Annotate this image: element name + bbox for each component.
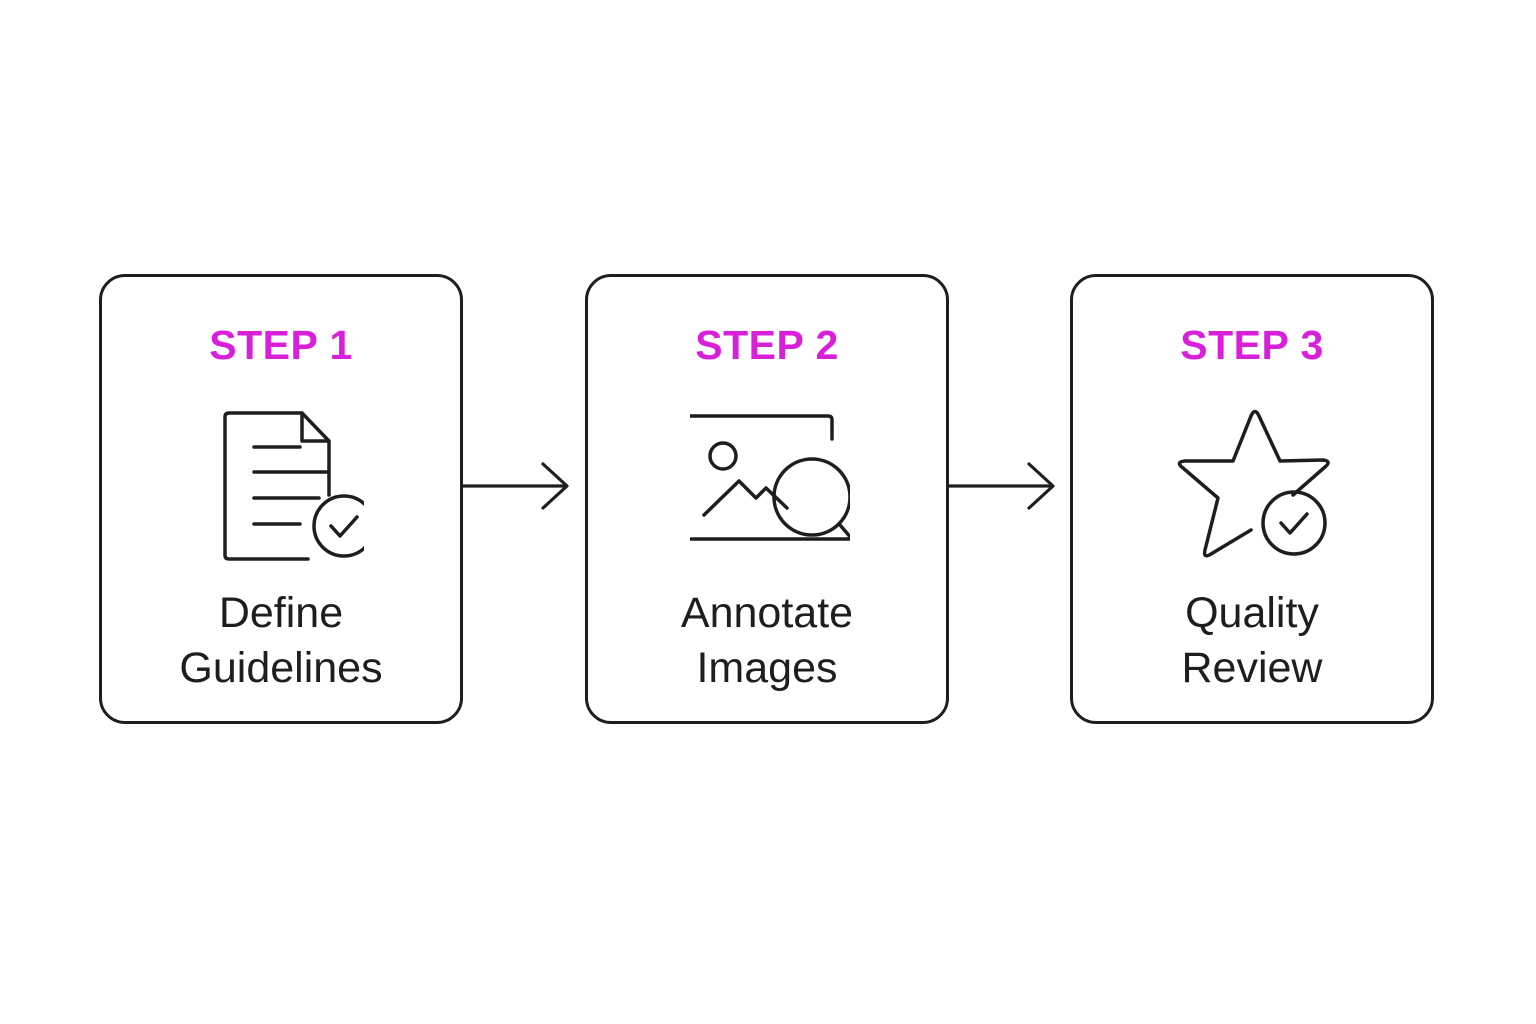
step-2-title: Annotate Images: [588, 586, 946, 696]
step-3-title-line-1: Quality: [1185, 589, 1319, 637]
document-check-icon: [223, 411, 364, 561]
step-2-label: STEP 2: [695, 322, 839, 368]
step-2-title-line-2: Images: [696, 644, 838, 692]
step-1-title-line-1: Define: [218, 589, 344, 637]
step-2-card: STEP 2 Annotate Images: [585, 274, 949, 724]
step-3-label: STEP 3: [1180, 322, 1324, 368]
arrow-right-icon: [949, 462, 1055, 510]
step-2-title-line-1: Annotate: [680, 589, 854, 637]
step-1-title: Define Guidelines: [102, 586, 460, 696]
step-1-label: STEP 1: [209, 322, 353, 368]
step-3-title: Quality Review: [1073, 586, 1431, 696]
step-3-title-line-2: Review: [1181, 644, 1323, 692]
arrow-right-icon: [463, 462, 569, 510]
step-1-card: STEP 1 Define Guidelines: [99, 274, 463, 724]
image-search-icon: [690, 414, 850, 541]
star-check-icon: [1177, 409, 1330, 558]
step-1-title-line-2: Guidelines: [179, 644, 383, 692]
step-3-card: STEP 3 Quality Review: [1070, 274, 1434, 724]
